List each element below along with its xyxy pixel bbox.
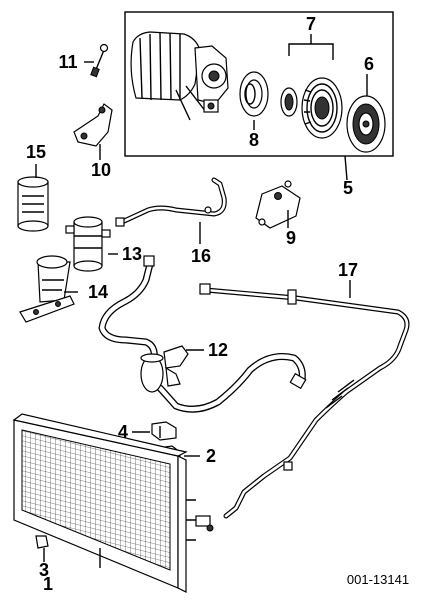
- callout-2: 2: [206, 446, 216, 466]
- callout-1: 1: [43, 574, 53, 594]
- clutch-bearing: [280, 87, 298, 117]
- callout-17: 17: [338, 260, 358, 280]
- clutch-pulley: [301, 77, 343, 139]
- refrigerant-line-17: [199, 280, 410, 519]
- callout-4: 4: [118, 422, 128, 442]
- dryer-bracket-14: [19, 255, 78, 323]
- callout-14: 14: [88, 282, 108, 302]
- bracket-part-10: [73, 103, 113, 160]
- callout-3: 3: [39, 560, 49, 580]
- receiver-dryer-15: [17, 164, 49, 232]
- callout-15: 15: [26, 142, 46, 162]
- callout-5: 5: [343, 178, 353, 198]
- clip-part-3: [35, 535, 49, 562]
- callout-9: 9: [286, 228, 296, 248]
- bracket-part-9: [255, 180, 301, 229]
- callout-8: 8: [249, 130, 259, 150]
- clip-part-4: [132, 421, 177, 441]
- clutch-plate: [346, 95, 386, 153]
- callout-11: 11: [58, 52, 77, 72]
- callout-13: 13: [122, 244, 142, 264]
- reference-code: 001-13141: [347, 572, 409, 587]
- hose-assembly-12: [98, 255, 307, 413]
- accumulator-13: [65, 216, 118, 272]
- callout-6: 6: [364, 54, 374, 74]
- callout-7: 7: [306, 14, 316, 34]
- callout-16: 16: [191, 246, 211, 266]
- callouts: 1 2 3 4 5 6 7 8 9 10 11 12 13 14 15 16 1…: [26, 14, 374, 594]
- compressor-inset-box: [124, 11, 394, 157]
- clip-part-11: [84, 43, 109, 78]
- callout-12: 12: [208, 340, 228, 360]
- condenser-1: [12, 413, 214, 593]
- seal-ring: [239, 71, 269, 117]
- compressor: [130, 31, 229, 121]
- callout-10: 10: [91, 160, 111, 180]
- refrigerant-line-16: [115, 177, 227, 244]
